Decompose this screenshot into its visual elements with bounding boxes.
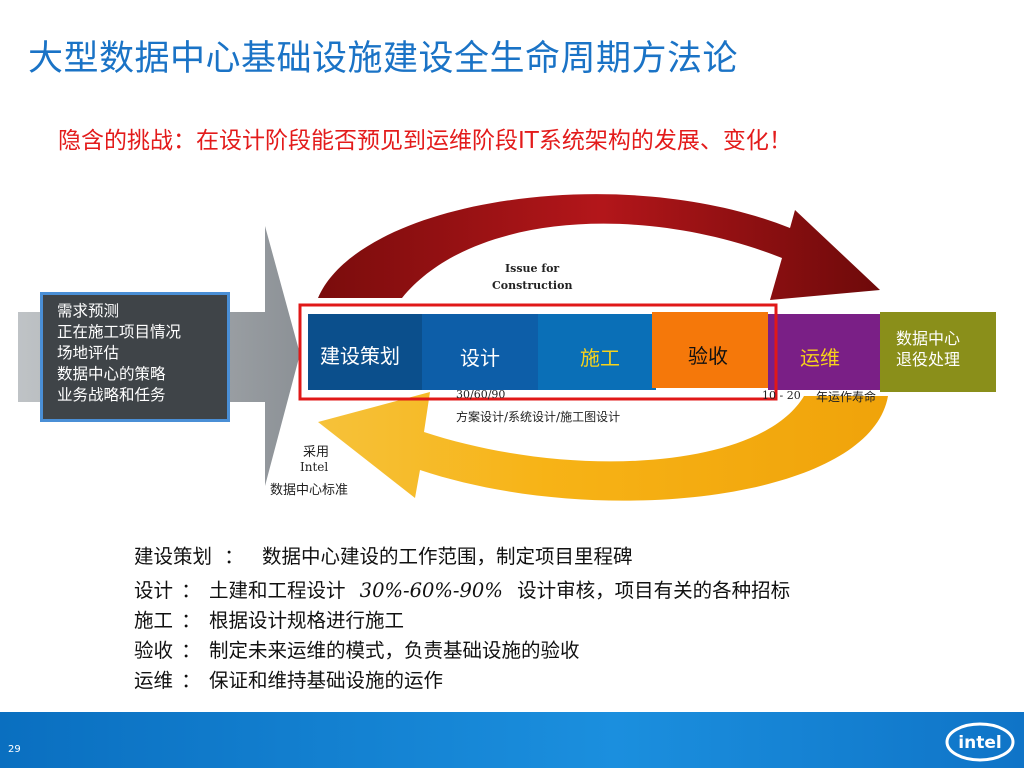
stage-design-block — [422, 314, 542, 390]
stage-construction-block — [538, 314, 656, 390]
stage-label-construction: 施工 — [580, 346, 620, 370]
page-number: 29 — [8, 744, 21, 755]
lifetime-number: 10 - 20 — [762, 389, 801, 402]
description-text: 土建和工程设计 — [208, 579, 346, 602]
requirements-item: 正在施工项目情况 — [57, 323, 182, 341]
description-row: 运维 ： 保证和维持基础设施的运作 — [134, 666, 790, 696]
lifetime-text: 年运作寿命 — [816, 390, 877, 404]
description-separator: ： — [181, 579, 201, 602]
requirements-item: 数据中心的策略 — [57, 365, 166, 383]
stage-retirement-block — [880, 312, 996, 392]
description-separator: ： — [181, 609, 201, 632]
requirements-box: 需求预测 正在施工项目情况 场地评估 数据中心的策略 业务战略和任务 — [40, 292, 230, 422]
requirements-item: 业务战略和任务 — [57, 386, 166, 404]
description-term: 设计 — [134, 579, 174, 602]
adopt-label-line2: Intel — [300, 460, 329, 474]
description-text: 设计审核，项目有关的各种招标 — [517, 579, 791, 602]
description-separator: ： — [181, 639, 201, 662]
description-text: 制定未来运维的模式，负责基础设施的验收 — [208, 639, 580, 662]
description-term: 验收 — [134, 639, 174, 662]
stage-label-planning: 建设策划 — [320, 344, 400, 368]
description-term: 建设策划 — [134, 545, 213, 568]
adopt-label-line1: 采用 — [303, 445, 330, 460]
footer-bar — [0, 712, 1024, 768]
stage-planning-block — [308, 314, 428, 390]
stage-acceptance-block — [652, 312, 768, 388]
top-cycle-arrow — [318, 194, 880, 300]
description-row: 验收 ： 制定未来运维的模式，负责基础设施的验收 — [134, 636, 790, 666]
intel-logo: intel — [945, 722, 1015, 762]
description-separator: ： — [224, 545, 244, 568]
description-separator: ： — [181, 669, 201, 692]
stage-label-retirement: 数据中心 退役处理 — [896, 329, 961, 369]
description-term: 施工 — [134, 609, 174, 632]
description-row: 施工 ： 根据设计规格进行施工 — [134, 606, 790, 636]
description-text: 保证和维持基础设施的运作 — [208, 669, 443, 692]
intel-logo-text: intel — [958, 733, 1001, 753]
description-row: 建设策划 ： 数据中心建设的工作范围，制定项目里程碑 — [134, 542, 790, 572]
stage-label-design: 设计 — [460, 346, 500, 370]
description-percent: 30%-60%-90% — [359, 579, 503, 602]
stage-operation-block — [768, 314, 882, 390]
design-phases-number: 30/60/90 — [456, 388, 506, 401]
stage-label-acceptance: 验收 — [688, 344, 728, 368]
description-term: 运维 — [134, 669, 174, 692]
requirements-item: 需求预测 — [57, 302, 120, 320]
challenge-statement: 隐含的挑战：在设计阶段能否预见到运维阶段IT系统架构的发展、变化！ — [58, 128, 792, 154]
description-row: 设计 ： 土建和工程设计 30%-60%-90% 设计审核，项目有关的各种招标 — [134, 576, 790, 606]
requirements-item: 场地评估 — [57, 344, 120, 362]
stage-blocks — [308, 312, 996, 392]
highlight-frame — [298, 303, 778, 401]
issue-label-line2: Construction — [492, 279, 573, 292]
bottom-cycle-arrow — [318, 392, 888, 501]
stage-descriptions: 建设策划 ： 数据中心建设的工作范围，制定项目里程碑 设计 ： 土建和工程设计 … — [134, 542, 790, 696]
adopt-label-line3: 数据中心标准 — [270, 483, 349, 498]
issue-label-line1: Issue for — [505, 262, 560, 275]
page-title: 大型数据中心基础设施建设全生命周期方法论 — [28, 39, 739, 79]
description-text: 根据设计规格进行施工 — [208, 609, 404, 632]
description-text: 数据中心建设的工作范围，制定项目里程碑 — [261, 545, 633, 568]
stage-label-operation: 运维 — [800, 346, 840, 370]
design-phases-text: 方案设计/系统设计/施工图设计 — [456, 410, 621, 424]
